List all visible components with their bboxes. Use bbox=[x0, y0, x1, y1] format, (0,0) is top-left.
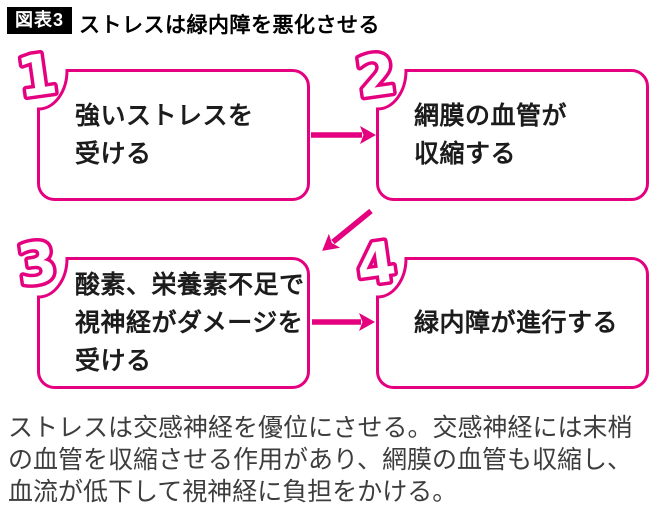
flow-step-1-text: 強いストレスを 受ける bbox=[37, 69, 310, 201]
step-number-3: 3 bbox=[10, 226, 65, 303]
flow-step-3-outline bbox=[37, 257, 310, 389]
flow-step-2-box: 網膜の血管が 収縮する bbox=[376, 69, 649, 201]
text-line: 収縮する bbox=[414, 140, 517, 168]
step-number-3-text: 3 bbox=[13, 230, 61, 300]
step-number-4: 4 bbox=[349, 226, 404, 303]
flow-step-1-box: 強いストレスを 受ける bbox=[37, 69, 310, 201]
text-line: 強いストレスを bbox=[75, 102, 254, 130]
caption-line: の血管を収縮させる作用があり、網膜の血管も収縮し、 bbox=[8, 446, 633, 474]
step-number-1: 1 bbox=[10, 38, 65, 115]
step-number-1-text: 1 bbox=[13, 42, 61, 112]
text-line: 酸素、栄養素不足で bbox=[75, 271, 305, 299]
flow-step-4-box: 緑内障が進行する bbox=[376, 257, 649, 389]
step-number-4-text: 4 bbox=[352, 230, 400, 300]
flow-step-3-box: 酸素、栄養素不足で 視神経がダメージを 受ける bbox=[37, 257, 310, 389]
text-line: 視神経がダメージを bbox=[75, 309, 304, 337]
caption-line: ストレスは交感神経を優位にさせる。交感神経には末梢 bbox=[8, 414, 633, 442]
figure-caption: ストレスは交感神経を優位にさせる。交感神経には末梢 の血管を収縮させる作用があり… bbox=[8, 412, 666, 508]
figure-title: ストレスは緑内障を悪化させる bbox=[79, 14, 380, 37]
step-number-2-text: 2 bbox=[352, 42, 400, 112]
flow-step-3-text: 酸素、栄養素不足で 視神経がダメージを 受ける bbox=[37, 257, 310, 389]
caption-line: 血流が低下して視神経に負担をかける。 bbox=[8, 478, 458, 506]
flow-step-2-outline bbox=[376, 69, 649, 201]
figure-number-badge: 図表3 bbox=[7, 7, 73, 34]
flow-step-4-text: 緑内障が進行する bbox=[376, 257, 649, 389]
flow-step-4-outline bbox=[376, 257, 649, 389]
flow-step-1-outline bbox=[37, 69, 310, 201]
text-line: 受ける bbox=[75, 347, 152, 375]
text-line: 緑内障が進行する bbox=[414, 309, 619, 337]
text-line: 受ける bbox=[75, 140, 152, 168]
text-line: 網膜の血管が bbox=[414, 102, 568, 130]
step-number-2: 2 bbox=[349, 38, 404, 115]
flow-step-2-text: 網膜の血管が 収縮する bbox=[376, 69, 649, 201]
